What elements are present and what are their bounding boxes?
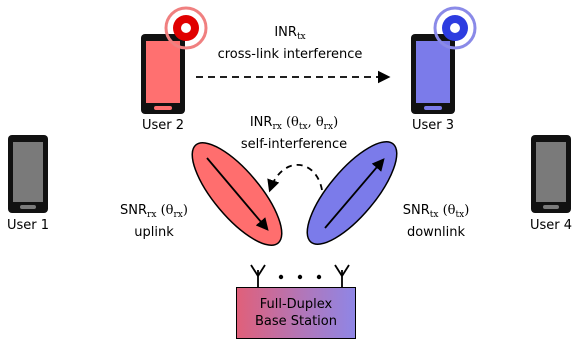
user-3-label: User 3 — [411, 118, 455, 133]
cross-link-label: cross-link interference — [217, 47, 363, 62]
downlink-metric: SNRtx (θtx) — [402, 203, 470, 220]
user-2-transmit-signal-icon — [164, 6, 208, 50]
antenna-array-icon — [250, 264, 350, 287]
uplink-beam-icon — [191, 142, 283, 246]
base-station-line-1: Full-Duplex — [259, 297, 333, 312]
downlink-beam-icon — [306, 141, 398, 245]
downlink-label: downlink — [406, 225, 466, 240]
self-interference-metric: INRrx (θtx, θrx) — [249, 115, 339, 132]
user-1-label: User 1 — [6, 218, 50, 233]
user-2-label: User 2 — [141, 118, 185, 133]
user-3-phone-icon — [411, 34, 455, 114]
base-station-line-2: Base Station — [254, 314, 337, 329]
uplink-metric: SNRrx (θrx) — [120, 203, 188, 220]
self-interference-arrow — [267, 164, 323, 193]
user-4-label: User 4 — [529, 218, 573, 233]
antenna-dots — [278, 274, 322, 280]
self-interference-label: self-interference — [240, 137, 348, 152]
cross-link-metric: INRtx — [274, 25, 306, 42]
user-2-phone-icon — [141, 34, 185, 114]
user-1-phone-icon — [8, 135, 48, 213]
uplink-label: uplink — [134, 225, 174, 240]
user-4-phone-icon — [531, 135, 571, 213]
user-3-receive-signal-icon — [433, 6, 477, 50]
base-station-box: Full-Duplex Base Station — [236, 287, 356, 339]
